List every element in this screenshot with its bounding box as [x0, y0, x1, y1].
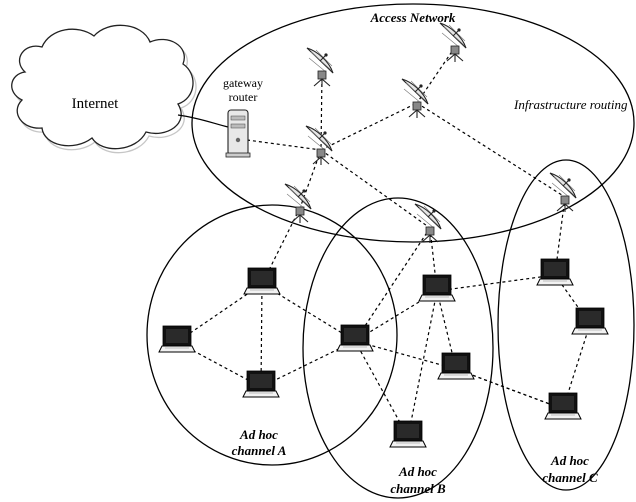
- access-network-ellipse: [191, 3, 635, 243]
- link-l5-l7: [407, 290, 438, 438]
- link-ap3-ap6: [320, 149, 431, 229]
- link-ap3-ap4: [320, 102, 418, 151]
- link-ap4-ap7: [416, 102, 566, 198]
- infrastructure-routing-label: Infrastructure routing: [513, 97, 628, 112]
- access-point-antenna-icon: [414, 203, 442, 244]
- internet-cloud: [11, 24, 197, 154]
- access-network-label: Access Network: [370, 10, 456, 25]
- gateway-router-icon: [225, 109, 251, 158]
- channel-a-label-line1: Ad hoc: [239, 427, 278, 442]
- laptops: [158, 258, 609, 448]
- access-points: [284, 22, 577, 244]
- channel-b-label-line1: Ad hoc: [398, 464, 437, 479]
- channel-b-ellipse: [302, 197, 494, 499]
- laptop-icon: [336, 324, 374, 352]
- laptop-icon: [536, 258, 574, 286]
- internet-gateway-link: [177, 114, 229, 128]
- link-ap6-l5: [429, 227, 438, 292]
- access-point-antenna-icon: [401, 78, 429, 119]
- laptop-icon: [544, 392, 582, 420]
- access-point-antenna-icon: [305, 125, 333, 166]
- laptop-icon: [437, 352, 475, 380]
- link-l1-l4: [260, 283, 263, 388]
- router-label: router: [229, 90, 258, 104]
- laptop-icon: [243, 267, 281, 295]
- channel-b-label-line2: channel B: [390, 481, 446, 496]
- channel-a-ellipse: [146, 204, 398, 466]
- laptop-icon: [418, 274, 456, 302]
- laptop-icon: [242, 370, 280, 398]
- link-gateway-ap3: [246, 139, 322, 151]
- channel-c-label-line2: channel C: [542, 470, 598, 485]
- channel-a-label-line2: channel A: [232, 443, 287, 458]
- gateway-label: gateway: [223, 76, 263, 90]
- link-l6-l11: [455, 368, 564, 410]
- access-point-antenna-icon: [306, 47, 334, 88]
- link-ap3-ap5: [299, 149, 322, 209]
- internet-label: Internet: [72, 96, 119, 112]
- channel-c-label-line1: Ad hoc: [550, 453, 589, 468]
- access-point-antenna-icon: [439, 22, 467, 63]
- laptop-icon: [389, 420, 427, 448]
- laptop-icon: [571, 307, 609, 335]
- link-ap6-l3: [354, 227, 431, 342]
- laptop-icon: [158, 325, 196, 353]
- link-ap7-l8: [554, 196, 566, 276]
- channel-c-ellipse: [497, 159, 635, 491]
- link-l5-l8: [436, 274, 556, 292]
